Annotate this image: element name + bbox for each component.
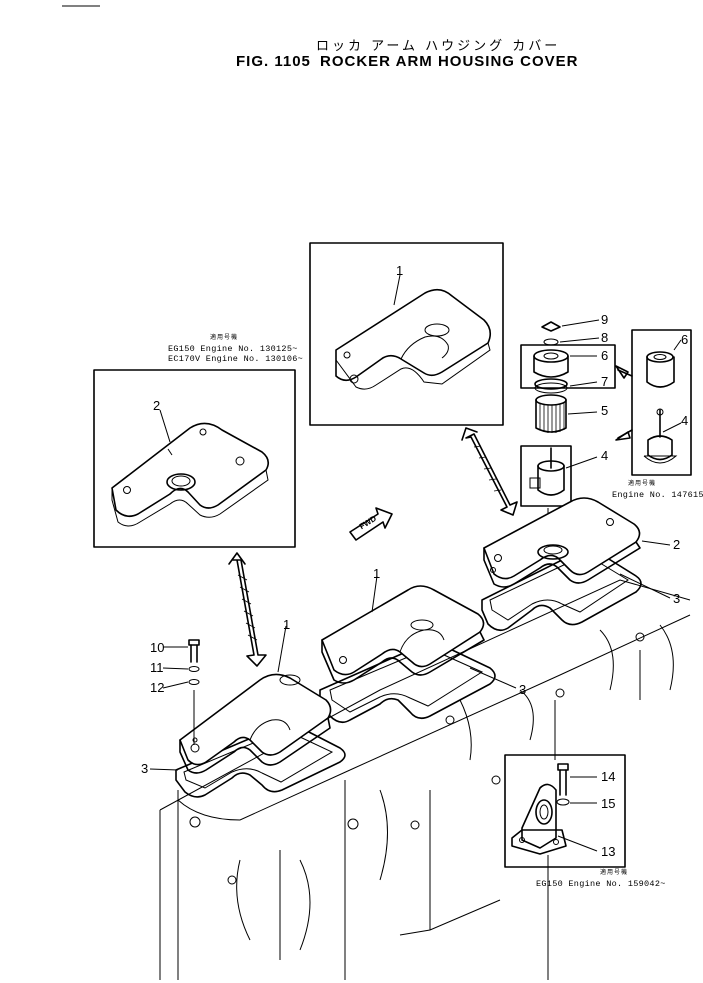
part-number-9: 9 (601, 312, 609, 327)
part-number-11: 11 (150, 660, 164, 675)
part-number-3-middle: 3 (519, 682, 527, 697)
part-number-4-stack: 4 (601, 448, 609, 463)
callout-leaders (149, 274, 682, 852)
part-number-1-top: 1 (396, 263, 404, 278)
part-number-3-right: 3 (673, 591, 681, 606)
fwd-arrow-shape (349, 507, 393, 541)
leader-arrows (228, 365, 633, 980)
lower-cover (179, 639, 332, 774)
part-number-8: 8 (601, 330, 609, 345)
left-note-jp: 適用号機 (210, 334, 239, 341)
left-note-line1: EG150 Engine No. 130125~ (168, 344, 298, 354)
right-note-line1: Engine No. 147615~ (612, 490, 703, 500)
right-cover (483, 497, 641, 588)
inset-box-left-cover (93, 369, 296, 548)
figure-number: FIG. 1105 (236, 53, 311, 70)
figure-title: ROCKER ARM HOUSING COVER (320, 53, 579, 70)
part-number-10: 10 (150, 640, 165, 655)
inset-box-right-breather (631, 329, 692, 476)
middle-cover (321, 585, 485, 684)
bottom-note-jp: 適用号機 (600, 869, 629, 876)
part-number-13: 13 (601, 844, 616, 859)
part-number-15: 15 (601, 796, 616, 811)
part-number-5: 5 (601, 403, 609, 418)
part-number-1-lower: 1 (283, 617, 291, 632)
bottom-note-line1: EG150 Engine No. 159042~ (536, 879, 666, 889)
part-number-1-middle: 1 (373, 566, 381, 581)
part-number-7: 7 (601, 374, 609, 389)
part-number-14: 14 (601, 769, 616, 784)
part-number-2-right: 2 (673, 537, 681, 552)
part-number-12: 12 (150, 680, 165, 695)
part-number-4-inset: 4 (681, 413, 689, 428)
right-note-jp: 適用号機 (628, 480, 657, 487)
part-number-6-inset: 6 (681, 332, 689, 347)
inset-box-lifting-eye (504, 754, 626, 868)
inset-box-top-cover (309, 242, 504, 426)
part-number-6-stack: 6 (601, 348, 609, 363)
title-japanese: ロッカ アーム ハウジング カバー (316, 39, 561, 54)
part-number-3-left: 3 (141, 761, 149, 776)
breather-stack-box (520, 321, 616, 507)
left-note-line2: EC170V Engine No. 130106~ (168, 354, 304, 364)
part-number-2-left: 2 (153, 398, 161, 413)
